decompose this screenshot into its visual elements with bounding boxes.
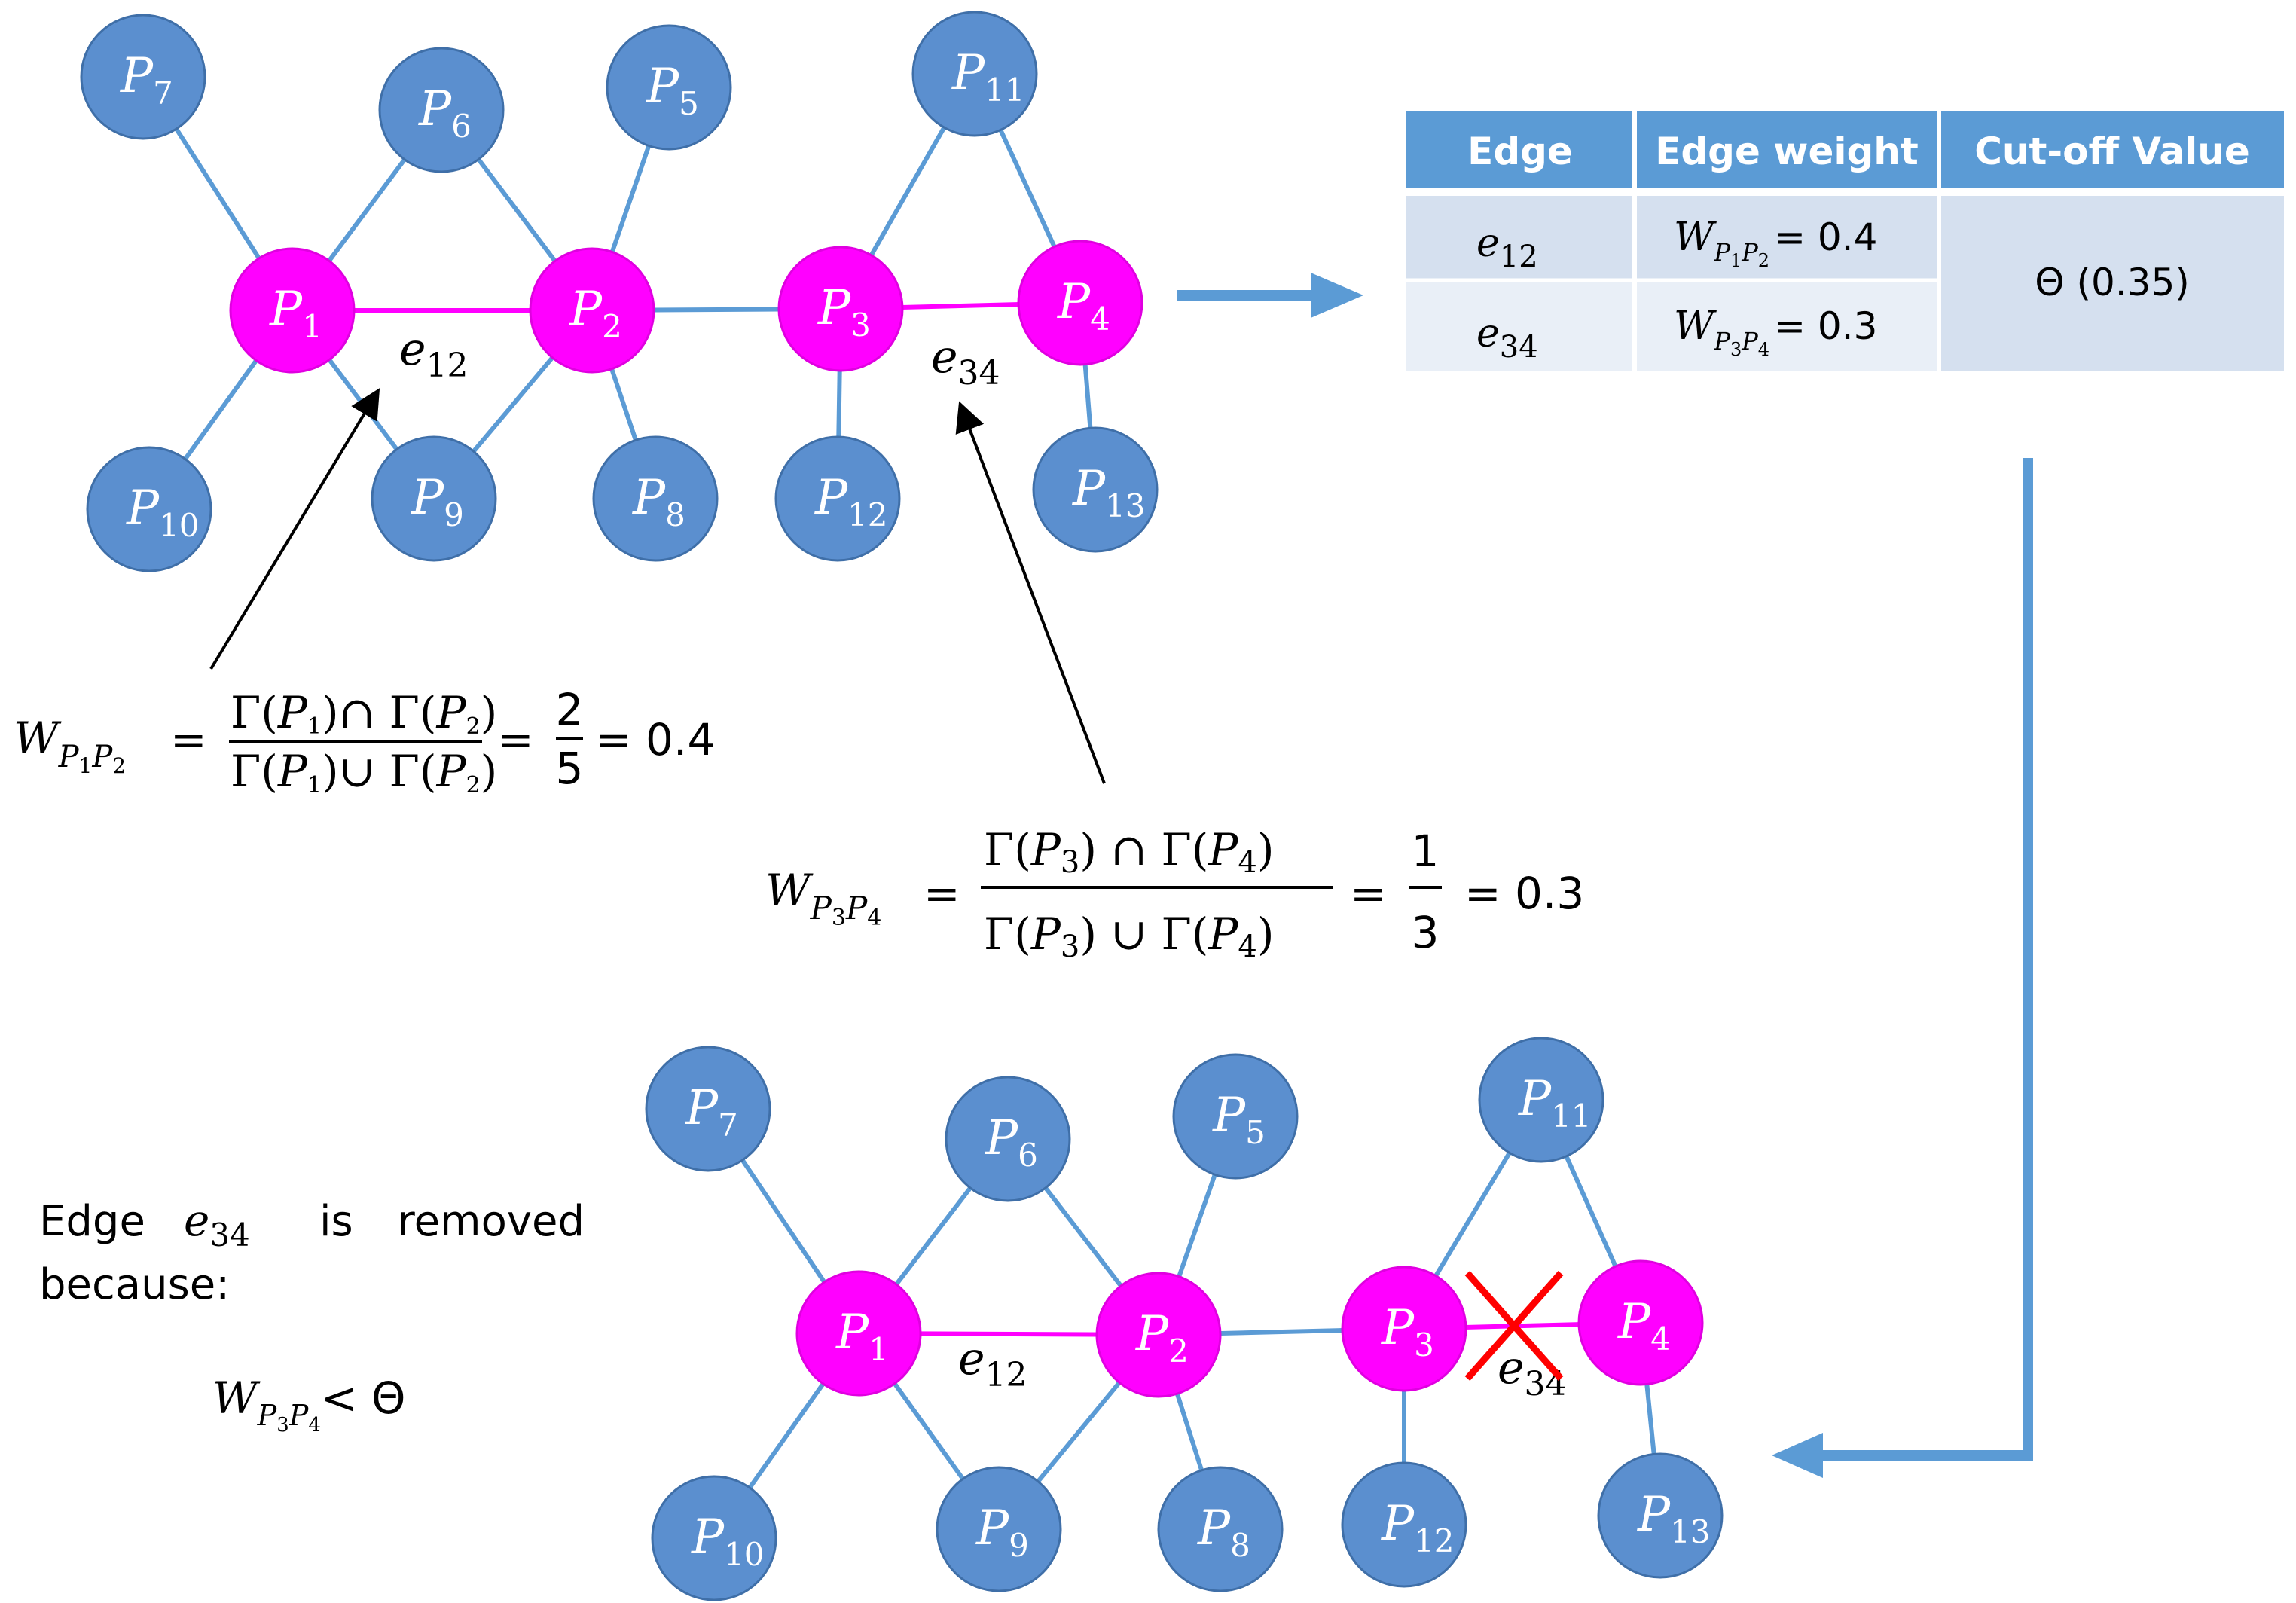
node-p3 (777, 246, 904, 372)
table-header-cutoff: Cut-off Value (1974, 130, 2250, 173)
node-label-p1: P1 (835, 1305, 889, 1368)
table-cell-cutoff: Θ (0.35) (2035, 261, 2190, 304)
formula1-denominator: Γ(P1)∪ Γ(P2) (231, 746, 497, 798)
node-label-p4: P4 (1057, 274, 1110, 337)
node-p7 (80, 14, 206, 140)
table-cell-edge-e12: e12 (1476, 221, 1538, 274)
node-p2 (529, 247, 655, 374)
node-label-p8: P8 (632, 470, 685, 533)
cross-stroke (1464, 1271, 1564, 1381)
flow-arrow-right (1177, 273, 1363, 318)
node-p4 (1577, 1260, 1704, 1386)
formula2-lhs: WP3P4 (765, 865, 881, 931)
formula2-equals: = (924, 868, 960, 919)
node-p1 (229, 247, 356, 374)
node-label-p6: P6 (985, 1110, 1038, 1174)
node-p13 (1597, 1452, 1724, 1579)
node-p8 (592, 435, 719, 562)
note-word-is: is (319, 1197, 353, 1246)
node-p6 (945, 1076, 1071, 1202)
flow-arrow-down-left (1772, 458, 2033, 1478)
node-p3 (1341, 1266, 1467, 1392)
table-header-edge: Edge (1467, 130, 1573, 173)
node-label-p9: P9 (975, 1501, 1029, 1564)
formula-w-p1p2: WP1P2 = Γ(P1)∩ Γ(P2) Γ(P1)∪ Γ(P2) = 2 5 … (14, 684, 715, 798)
note-line-because: because: (39, 1260, 230, 1309)
node-label-p5: P5 (646, 59, 699, 122)
node-label-p4: P4 (1617, 1294, 1671, 1357)
note-word-removed: removed (398, 1197, 585, 1246)
node-label-p3: P3 (817, 280, 871, 344)
node-label-p1: P1 (269, 282, 322, 345)
node-label-p9: P9 (411, 470, 464, 533)
table-cell-edge-e34: e34 (1476, 311, 1538, 365)
formula2-denominator: Γ(P3) ∪ Γ(P4) (984, 908, 1274, 964)
node-p10 (651, 1475, 777, 1601)
node-p13 (1032, 426, 1159, 553)
formula2-numerator: Γ(P3) ∩ Γ(P4) (984, 824, 1274, 880)
table-cell-weight-p1p2: WP1P2= 0.4 (1674, 215, 1877, 271)
formula1-numerator: Γ(P1)∩ Γ(P2) (231, 687, 497, 740)
formula1-equals-2: = (497, 714, 534, 765)
node-p7 (645, 1046, 771, 1172)
edge-label-e34: e34 (931, 331, 1000, 392)
node-label-p13: P13 (1072, 461, 1146, 524)
node-label-p3: P3 (1381, 1300, 1434, 1363)
removal-note: Edge e34 is removed because: WP3P4< Θ (39, 1195, 585, 1437)
node-p4 (1017, 240, 1143, 366)
node-p10 (86, 446, 212, 572)
node-label-p5: P5 (1212, 1088, 1266, 1151)
node-label-p13: P13 (1637, 1487, 1711, 1550)
formula2-result: = 0.3 (1464, 868, 1584, 919)
node-label-p2: P2 (569, 282, 622, 345)
formula2-equals-2: = (1350, 868, 1387, 919)
node-p6 (378, 47, 505, 173)
formula1-frac-num: 2 (556, 684, 584, 735)
table-cell-weight-p3p4: WP3P4= 0.3 (1674, 304, 1877, 360)
formula1-frac-den: 5 (556, 743, 584, 794)
formula2-frac-num: 1 (1412, 826, 1440, 877)
note-word-edge: Edge (39, 1197, 145, 1246)
node-p1 (795, 1270, 922, 1397)
node-p12 (774, 435, 901, 562)
node-p8 (1157, 1466, 1284, 1592)
node-label-p7: P7 (685, 1080, 738, 1143)
node-p5 (606, 24, 732, 151)
node-label-p12: P12 (1381, 1496, 1455, 1559)
node-label-p11: P11 (951, 45, 1025, 108)
edge-weight-table: Edge Edge weight Cut-off Value e12 WP1P2… (1406, 111, 2284, 371)
formula1-equals: = (170, 714, 207, 765)
annotation-arrow-e34 (955, 401, 1106, 784)
node-p9 (371, 435, 497, 562)
node-p11 (911, 11, 1038, 137)
node-label-p10: P10 (691, 1510, 765, 1573)
node-p5 (1172, 1053, 1299, 1180)
node-label-p12: P12 (814, 470, 888, 533)
node-p2 (1095, 1272, 1222, 1398)
formula-w-p3p4: WP3P4 = Γ(P3) ∩ Γ(P4) Γ(P3) ∪ Γ(P4) = 1 … (765, 824, 1584, 964)
removed-edge-cross-icon (1464, 1271, 1564, 1381)
node-label-p2: P2 (1135, 1306, 1189, 1369)
edge-label-e12: e12 (399, 323, 469, 385)
node-label-p7: P7 (120, 48, 173, 111)
node-label-p8: P8 (1197, 1501, 1250, 1564)
node-p9 (936, 1466, 1062, 1592)
note-edge-e34: e34 (184, 1195, 250, 1253)
node-p12 (1341, 1461, 1467, 1588)
node-label-p11: P11 (1518, 1071, 1592, 1134)
table-header-edge-weight: Edge weight (1655, 130, 1919, 173)
edge-label-e34: e34 (1498, 1342, 1567, 1403)
node-p11 (1478, 1037, 1604, 1163)
formula1-result: = 0.4 (595, 714, 715, 765)
note-condition: WP3P4< Θ (212, 1372, 406, 1437)
node-label-p10: P10 (126, 481, 200, 544)
formula2-frac-den: 3 (1412, 907, 1440, 958)
formula1-lhs: WP1P2 (14, 713, 126, 778)
edge-label-e12: e12 (958, 1333, 1027, 1394)
annotation-arrow-e12 (209, 388, 380, 670)
node-label-p6: P6 (418, 81, 472, 145)
